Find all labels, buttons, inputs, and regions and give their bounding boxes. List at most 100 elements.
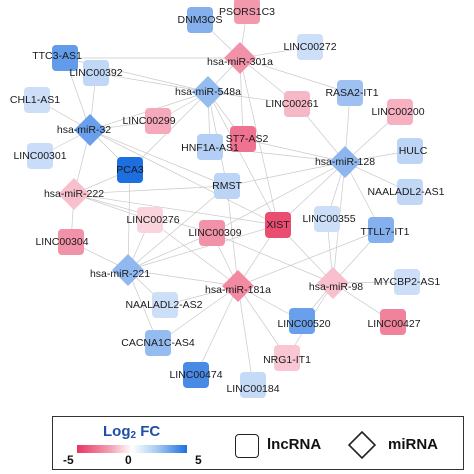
edge — [226, 185, 239, 287]
lncrna-square-shape — [52, 45, 78, 71]
legend-mirna-label: miRNA — [388, 436, 439, 453]
mirna-node-hsa-mir-222[interactable] — [57, 177, 91, 211]
edge — [242, 138, 346, 163]
lncrna-node-dnm3os[interactable] — [187, 7, 213, 33]
lncrna-node-psors1c3[interactable] — [234, 0, 260, 24]
legend-mirna-diamond-icon — [348, 431, 376, 459]
edge — [95, 72, 209, 93]
legend-title-main: Log — [103, 423, 131, 440]
lncrna-node-linc00474[interactable] — [183, 362, 209, 388]
lncrna-node-linc00309[interactable] — [199, 220, 225, 246]
legend-mid-label: 0 — [125, 453, 132, 467]
lncrna-square-shape — [214, 173, 240, 199]
lncrna-node-linc00520[interactable] — [289, 308, 315, 334]
lncrna-square-shape — [152, 292, 178, 318]
edge — [127, 224, 279, 271]
lncrna-node-linc00301[interactable] — [27, 143, 53, 169]
legend-max-label: 5 — [195, 453, 202, 467]
legend-lncrna-label: lncRNA — [267, 436, 322, 453]
lncrna-node-mycbp2-as1[interactable] — [394, 269, 420, 295]
legend: Log2 FC -5 0 5 lncRNA miRNA — [52, 416, 464, 470]
edge — [149, 219, 239, 287]
lncrna-square-shape — [397, 138, 423, 164]
lncrna-node-naaladl2-as1[interactable] — [397, 179, 423, 205]
lncrna-square-shape — [58, 229, 84, 255]
lncrna-square-shape — [199, 220, 225, 246]
lncrna-node-rasa2-it1[interactable] — [337, 80, 363, 106]
mirna-node-hsa-mir-221[interactable] — [111, 253, 145, 287]
lncrna-square-shape — [274, 345, 300, 371]
lncrna-square-shape — [394, 269, 420, 295]
mirna-node-hsa-mir-181a[interactable] — [221, 269, 255, 303]
mirna-diamond-shape — [58, 178, 90, 210]
lncrna-square-shape — [24, 87, 50, 113]
legend-min-label: -5 — [63, 453, 74, 467]
lncrna-node-linc00427[interactable] — [380, 309, 406, 335]
lncrna-node-linc00261[interactable] — [284, 91, 310, 117]
edge — [207, 91, 279, 226]
edge — [239, 57, 279, 226]
legend-title: Log2 FC — [103, 423, 161, 441]
lncrna-node-linc00299[interactable] — [145, 108, 171, 134]
lncrna-node-hnf1a-as1[interactable] — [197, 134, 223, 160]
lncrna-square-shape — [387, 99, 413, 125]
lncrna-square-shape — [27, 143, 53, 169]
lncrna-node-xist[interactable] — [265, 212, 291, 238]
edge — [89, 129, 279, 226]
lncrna-square-shape — [137, 207, 163, 233]
edge — [237, 285, 254, 386]
lncrna-node-linc00304[interactable] — [58, 229, 84, 255]
lncrna-node-hulc[interactable] — [397, 138, 423, 164]
legend-lncrna-square-icon — [235, 434, 259, 458]
lncrna-square-shape — [240, 372, 266, 398]
lncrna-square-shape — [145, 330, 171, 356]
mirna-diamond-shape — [192, 76, 224, 108]
mirna-node-hsa-mir-301a[interactable] — [223, 41, 257, 75]
edge — [127, 169, 131, 271]
lncrna-square-shape — [83, 60, 109, 86]
lncrna-node-linc00184[interactable] — [240, 372, 266, 398]
mirna-node-hsa-mir-548a[interactable] — [191, 75, 225, 109]
lncrna-square-shape — [230, 126, 256, 152]
lncrna-node-cacna1c-as4[interactable] — [145, 330, 171, 356]
lncrna-node-st7-as2[interactable] — [230, 126, 256, 152]
mirna-diamond-shape — [329, 146, 361, 178]
lncrna-node-linc00276[interactable] — [137, 207, 163, 233]
lncrna-square-shape — [234, 0, 260, 24]
lncrna-square-shape — [265, 212, 291, 238]
lncrna-node-nrg1-it1[interactable] — [274, 345, 300, 371]
edge — [211, 161, 346, 234]
mirna-node-hsa-mir-32[interactable] — [73, 113, 107, 147]
lncrna-square-shape — [337, 80, 363, 106]
edge — [127, 232, 213, 271]
lncrna-square-shape — [187, 7, 213, 33]
mirna-diamond-shape — [74, 114, 106, 146]
lncrna-node-linc00272[interactable] — [297, 34, 323, 60]
mirna-node-hsa-mir-98[interactable] — [316, 266, 350, 300]
mirna-diamond-shape — [317, 267, 349, 299]
lncrna-node-linc00392[interactable] — [83, 60, 109, 86]
edge — [239, 57, 351, 94]
lncrna-node-chl1-as1[interactable] — [24, 87, 50, 113]
lncrna-node-ttll7-it1[interactable] — [368, 217, 394, 243]
edge — [226, 161, 346, 187]
lncrna-node-rmst[interactable] — [214, 173, 240, 199]
lncrna-node-naaladl2-as2[interactable] — [152, 292, 178, 318]
mirna-node-hsa-mir-128[interactable] — [328, 145, 362, 179]
lncrna-node-linc00200[interactable] — [387, 99, 413, 125]
edge — [89, 129, 228, 187]
lncrna-square-shape — [368, 217, 394, 243]
edge — [73, 185, 228, 195]
edge — [207, 91, 298, 105]
legend-title-tail: FC — [136, 423, 161, 440]
lncrna-square-shape — [397, 179, 423, 205]
lncrna-square-shape — [380, 309, 406, 335]
lncrna-node-pca3[interactable] — [117, 157, 143, 183]
lncrna-square-shape — [183, 362, 209, 388]
edge — [73, 193, 279, 226]
lncrna-node-ttc3-as1[interactable] — [52, 45, 78, 71]
lncrna-square-shape — [197, 134, 223, 160]
lncrna-square-shape — [289, 308, 315, 334]
lncrna-node-linc00355[interactable] — [314, 206, 340, 232]
